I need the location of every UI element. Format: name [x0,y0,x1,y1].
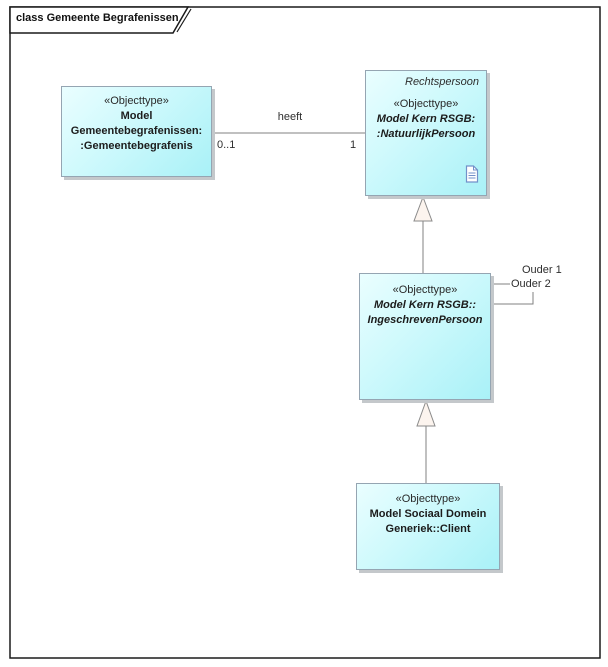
stereotype-label: «Objecttype» [393,98,459,110]
class-name-line: Generiek::Client [385,523,471,535]
stereotype-label: «Objecttype» [104,95,169,107]
role-ouder1-label: Ouder 1 [521,264,563,276]
stereotype-label: «Objecttype» [392,284,458,296]
generalization-arrowhead-icon [413,195,433,222]
association-ouder2-line[interactable] [491,292,534,305]
diagram-frame [9,6,601,659]
class-name-line: Model Kern RSGB:: [373,299,477,311]
parent-class-label: Rechtspersoon [405,76,479,88]
generalization-arrowhead-icon [416,399,436,427]
diagram-title: class Gemeente Begrafenissen [16,12,179,24]
stereotype-label: «Objecttype» [395,493,461,505]
class-natuurlijkpersoon[interactable]: Rechtspersoon «Objecttype» Model Kern RS… [365,70,487,196]
class-gemeentebegrafenis[interactable]: «Objecttype» Model Gemeentebegrafenissen… [61,86,212,177]
class-name-line: IngeschrevenPersoon [367,314,483,326]
title-tab-shape [9,6,190,34]
role-ouder2-label: Ouder 2 [510,278,552,290]
class-name-line: Model Kern RSGB: [376,113,476,125]
class-name-line: :NatuurlijkPersoon [376,128,476,140]
association-name-label: heeft [258,111,322,123]
class-name-line: Model [120,110,153,122]
class-client[interactable]: «Objecttype» Model Sociaal Domein Generi… [356,483,500,570]
multiplicity-source-label: 0..1 [216,139,237,151]
title-tab-accent-line [176,8,192,33]
class-name-line: Model Sociaal Domein [369,508,487,520]
class-name-line: :Gemeentebegrafenis [80,140,193,152]
class-ingeschrevenpersoon[interactable]: «Objecttype» Model Kern RSGB:: Ingeschre… [359,273,491,400]
document-icon [465,165,479,186]
class-name-line: Gemeentebegrafenissen: [70,125,203,137]
multiplicity-target-label: 1 [349,139,358,151]
